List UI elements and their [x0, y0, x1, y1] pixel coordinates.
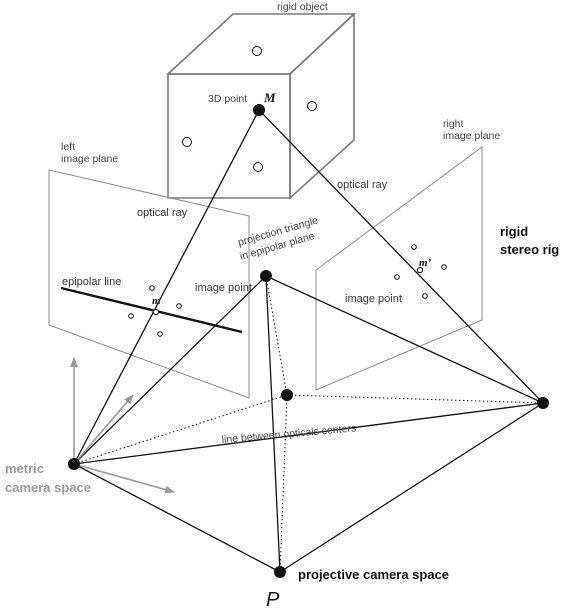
m-label: m [152, 295, 161, 307]
optical-ray-left-label: optical ray [137, 207, 188, 219]
left-image-plane [48, 169, 250, 399]
rigid-object-label: rigid object [277, 1, 328, 13]
epipolar-line-stroke [60, 286, 243, 334]
image-point-right-label: image point [345, 293, 402, 305]
point-M-label: M [263, 90, 276, 105]
rigid-stereo-label-1: rigid [500, 224, 528, 239]
epipolar-line-label: epipolar line [62, 276, 121, 288]
rigid-object-cube [165, 12, 357, 200]
optical-ray-right-label: optical ray [337, 179, 388, 191]
metric-label-1: metric [5, 461, 44, 476]
optical-ray-right-line [258, 109, 544, 404]
projective-camera-space-label: projective camera space [298, 567, 449, 582]
image-point-left-label: image point [195, 282, 252, 294]
metric-axes [70, 357, 175, 494]
dotted-lines [73, 275, 544, 573]
metric-label-2: camera space [5, 480, 91, 495]
right-image-plane [315, 146, 483, 391]
rigid-stereo-label-2: stereo rig [500, 242, 559, 257]
right-image-plane-label-2: image plane [443, 130, 500, 142]
projection-lines [73, 275, 544, 573]
cube-markers [182, 46, 317, 172]
optical-ray-left-line [73, 109, 260, 465]
m-prime-label: m’ [419, 257, 432, 269]
camera-centers [68, 104, 549, 578]
right-image-plane-label-1: right [443, 118, 464, 130]
image-points [128, 244, 447, 337]
line-between-centers-label: line between opticals centers [221, 422, 356, 446]
left-image-plane-label-2: image plane [61, 153, 118, 165]
left-image-plane-label-1: left [61, 141, 75, 153]
point-3d-label: 3D point [208, 93, 247, 105]
P-label: P [266, 589, 280, 611]
